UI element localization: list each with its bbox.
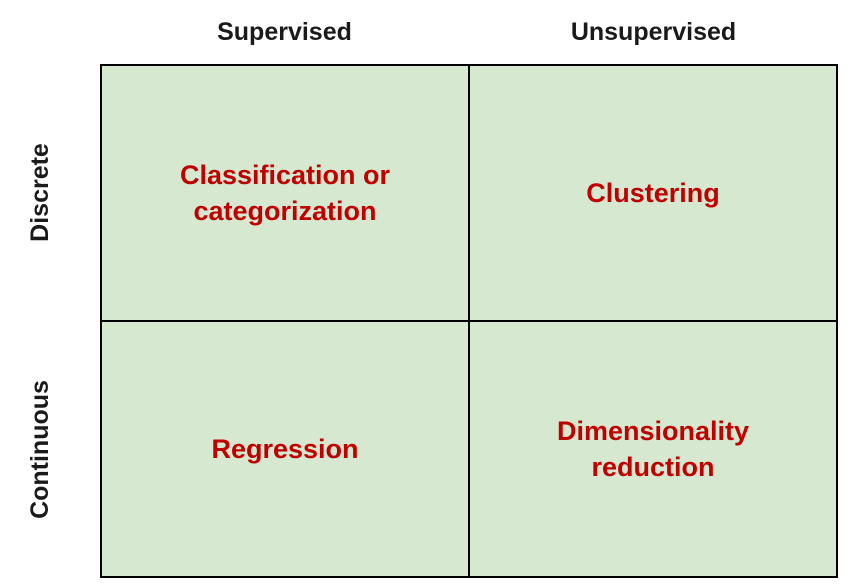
column-header-unsupervised: Unsupervised xyxy=(570,17,737,46)
row-header-discrete-box: Discrete xyxy=(8,64,72,321)
column-headers: Supervised Unsupervised xyxy=(100,10,838,54)
cell-discrete-supervised: Classification or categorization xyxy=(102,66,468,320)
cell-continuous-unsupervised: Dimensionality reduction xyxy=(470,322,836,576)
cell-continuous-supervised: Regression xyxy=(102,322,468,576)
row-header-discrete: Discrete xyxy=(25,143,54,242)
cell-discrete-unsupervised: Clustering xyxy=(470,66,836,320)
row-header-continuous: Continuous xyxy=(25,380,54,519)
row-header-continuous-box: Continuous xyxy=(8,321,72,578)
matrix-grid: Classification or categorization Cluster… xyxy=(100,64,838,578)
column-header-supervised: Supervised xyxy=(217,17,352,46)
